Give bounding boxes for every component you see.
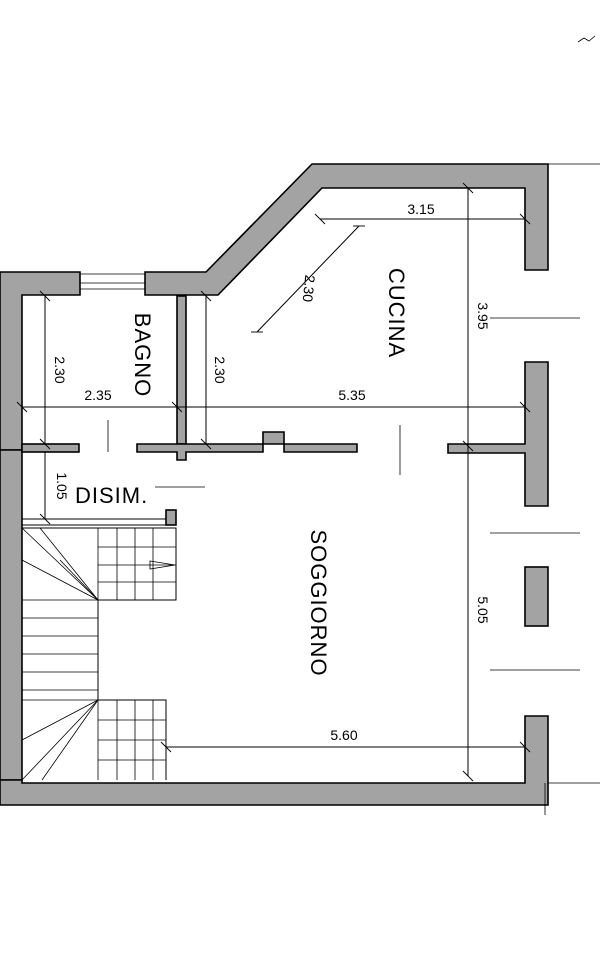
wall-left-stub — [21, 443, 80, 453]
dim-kitchen-width: 3.15 — [407, 201, 434, 217]
wall-bottom — [0, 715, 549, 806]
room-label-bagno: BAGNO — [130, 313, 155, 397]
dim-kitchen-left-height: 2.30 — [212, 356, 228, 383]
dim-kitchen-diagonal: 2.30 — [300, 274, 319, 303]
dim-soggiorno-width: 5.60 — [330, 727, 357, 743]
wall-top-diagonal — [144, 163, 549, 296]
room-label-cucina: CUCINA — [384, 268, 409, 358]
dim-kitchen-full-width: 5.35 — [338, 387, 365, 403]
wall-disim-stub — [165, 509, 177, 526]
wall-right-block — [524, 566, 549, 627]
wall-cucina-soggiorno — [136, 431, 358, 461]
dim-right-lower: 5.05 — [475, 596, 491, 623]
dim-bagno-width: 2.35 — [84, 387, 111, 403]
dim-disim-height: 1.05 — [54, 472, 70, 499]
dimension-lines — [16, 182, 531, 782]
dim-right-upper: 3.95 — [475, 302, 491, 329]
bagno-window — [80, 273, 145, 290]
stair-arrow-icon — [149, 560, 176, 570]
wall-left-lower — [0, 449, 23, 781]
room-label-soggiorno: SOGGIORNO — [306, 529, 331, 676]
dim-bagno-height: 2.30 — [52, 356, 68, 383]
room-label-disim: DISIM. — [75, 483, 148, 508]
wall-right-pier — [447, 361, 549, 507]
interior-walls — [21, 295, 358, 526]
corner-mark — [577, 35, 596, 43]
exterior-lines — [107, 35, 600, 815]
staircase — [21, 527, 177, 781]
wall-bagno-cucina — [176, 295, 187, 445]
